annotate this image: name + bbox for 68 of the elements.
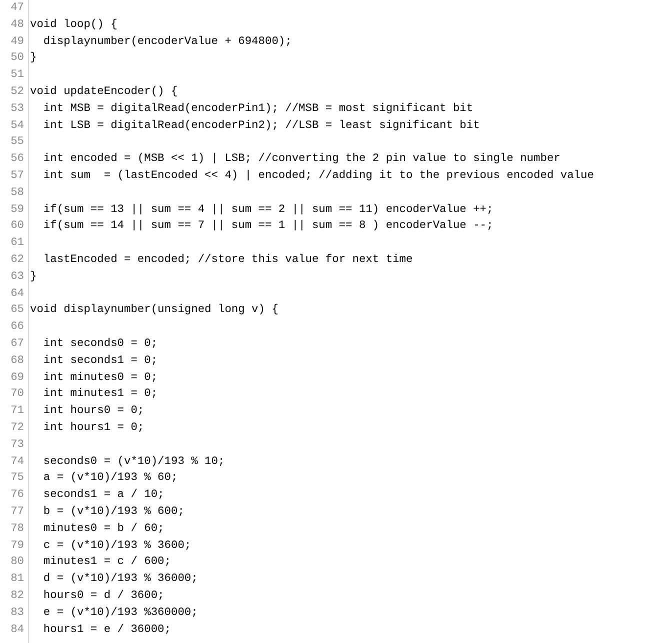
line-number: 51 — [10, 68, 24, 84]
line-number: 60 — [10, 219, 24, 234]
code-line: b = (v*10)/193 % 600; — [42, 504, 184, 520]
line-number: 50 — [10, 51, 24, 66]
line-number: 76 — [10, 488, 24, 504]
code-line: int seconds1 = 0; — [42, 354, 158, 369]
code-line: seconds1 = a / 10; — [42, 488, 164, 504]
line-number: 84 — [10, 622, 24, 638]
code-line: d = (v*10)/193 % 36000; — [42, 572, 198, 588]
code-line: int seconds0 = 0; — [42, 336, 158, 352]
line-number: 62 — [10, 253, 24, 268]
line-number: 64 — [10, 286, 24, 302]
line-number: 78 — [10, 522, 24, 537]
line-number: 58 — [10, 186, 24, 201]
line-number: 54 — [10, 118, 24, 134]
line-number: 69 — [10, 370, 24, 386]
code-line: int hours1 = 0; — [42, 420, 144, 436]
line-number: 61 — [10, 236, 24, 252]
line-number: 56 — [10, 152, 24, 168]
code-line: } — [30, 50, 37, 66]
line-number: 73 — [10, 438, 24, 453]
code-line: } — [30, 270, 37, 285]
code-line: int encoded = (MSB << 1) | LSB; //converting the 2 pin value to single number — [42, 152, 560, 168]
code-line: displaynumber(encoderValue + 694800); — [42, 34, 292, 50]
line-number: 49 — [10, 34, 24, 50]
code-line: int LSB = digitalRead(encoderPin2); //LSB = least significant bit — [42, 118, 480, 134]
line-number: 59 — [10, 202, 24, 218]
line-number: 79 — [10, 538, 24, 554]
code-line: a = (v*10)/193 % 60; — [42, 470, 178, 486]
line-number: 47 — [10, 1, 24, 16]
line-number: 68 — [10, 354, 24, 369]
code-line: minutes1 = c / 600; — [42, 554, 171, 570]
line-number: 57 — [10, 169, 24, 184]
line-number: 71 — [10, 404, 24, 420]
line-number: 80 — [10, 555, 24, 570]
line-number: 83 — [10, 606, 24, 621]
line-number: 70 — [10, 387, 24, 402]
line-number: 52 — [10, 85, 24, 100]
code-line: hours0 = d / 3600; — [42, 588, 164, 604]
line-number: 48 — [10, 18, 24, 33]
code-line: int sum = (lastEncoded << 4) | encoded; //adding it to the previous encoded value — [42, 168, 594, 184]
line-number: 74 — [10, 454, 24, 470]
line-number: 75 — [10, 471, 24, 486]
code-line: void loop() { — [30, 18, 118, 33]
line-number: 72 — [10, 421, 24, 436]
code-line: int MSB = digitalRead(encoderPin1); //MSB = most significant bit — [42, 102, 474, 117]
line-number: 65 — [10, 303, 24, 318]
line-number: 53 — [10, 102, 24, 117]
code-line: void displaynumber(unsigned long v) { — [30, 302, 278, 318]
line-number: 66 — [10, 320, 24, 336]
code-line: if(sum == 13 || sum == 4 || sum == 2 || sum == 11) encoderValue ++; — [42, 202, 494, 218]
code-line: hours1 = e / 36000; — [42, 622, 171, 638]
code-line: if(sum == 14 || sum == 7 || sum == 1 || sum == 8 ) encoderValue --; — [42, 218, 494, 234]
line-number: 55 — [10, 135, 24, 150]
code-line: e = (v*10)/193 %360000; — [42, 606, 198, 621]
code-line: void updateEncoder() { — [30, 84, 178, 100]
line-number: 67 — [10, 337, 24, 352]
code-line: int hours0 = 0; — [42, 404, 144, 420]
line-number: 77 — [10, 505, 24, 520]
code-line: int minutes0 = 0; — [42, 370, 158, 386]
code-line: minutes0 = b / 60; — [42, 522, 164, 537]
code-line: lastEncoded = encoded; //store this value for next time — [42, 252, 413, 268]
line-number: 81 — [10, 572, 24, 588]
code-line: int minutes1 = 0; — [42, 386, 158, 402]
line-number: 82 — [10, 589, 24, 604]
code-line: c = (v*10)/193 % 3600; — [42, 538, 192, 554]
code-line: seconds0 = (v*10)/193 % 10; — [42, 454, 225, 470]
line-number: 63 — [10, 270, 24, 285]
